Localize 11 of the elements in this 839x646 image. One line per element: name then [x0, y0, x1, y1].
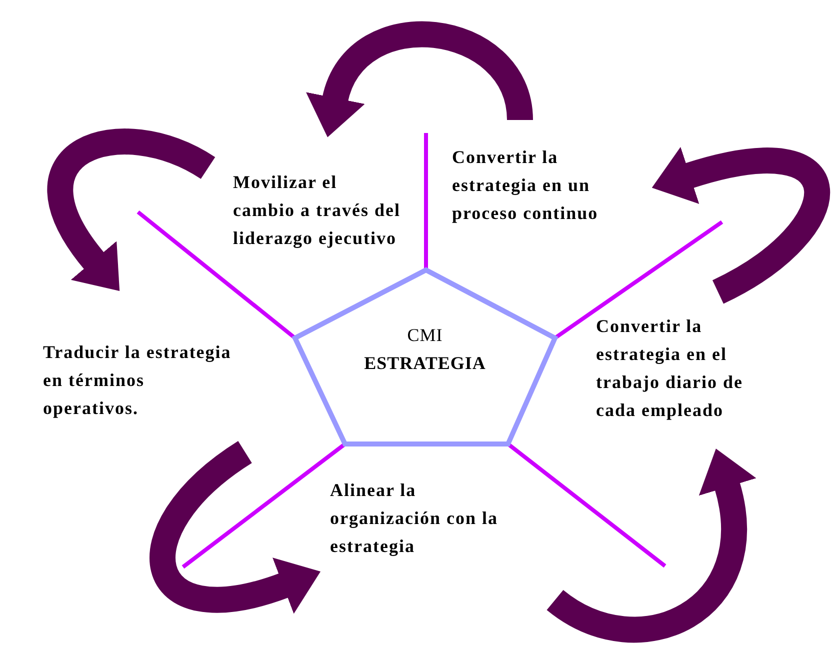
curved-arrow — [150, 441, 322, 614]
section-text: Convertir la estrategia en el trabajo diario de cada empleado — [596, 315, 744, 422]
curved-arrow — [47, 128, 214, 293]
subtitle-text: CMI — [406, 325, 444, 346]
section-text: Traducir la estrategia en términos operativos. — [43, 341, 232, 420]
section-text: Alinear la organización con la estrategia — [330, 479, 499, 558]
curved-arrow — [651, 146, 830, 304]
center-title: ESTRATEGIA — [363, 353, 487, 374]
curved-arrow — [307, 22, 533, 136]
section-text: Convertir la estrategia en un proceso continuo — [452, 146, 600, 225]
section-text: Movilizar el cambio a través del liderazgo ejecutivo — [233, 171, 402, 250]
